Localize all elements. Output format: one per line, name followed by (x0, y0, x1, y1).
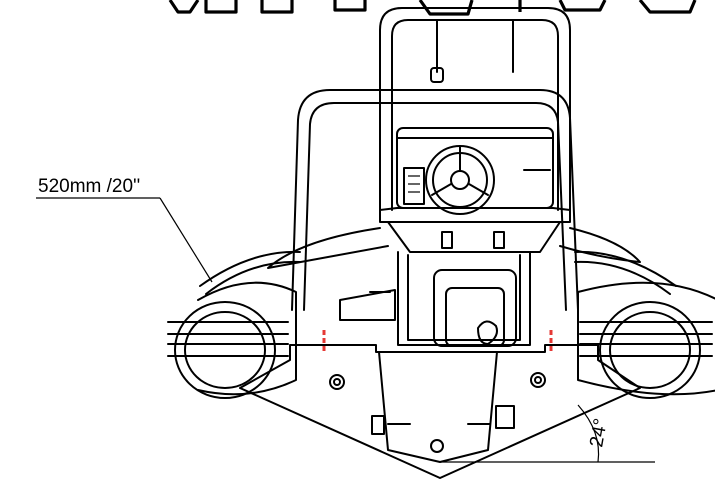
hand-rail (291, 89, 579, 311)
hull (239, 344, 641, 479)
tube-dimension-label: 520mm /20'' (38, 176, 140, 197)
outboard-engine (397, 251, 531, 347)
radar-arch (379, 7, 571, 211)
console (379, 127, 571, 223)
deadrise-angle-label: 24° (586, 417, 612, 449)
deadrise-angle-callout: 24° (440, 404, 655, 463)
left-tube (167, 250, 301, 399)
tube-dimension-callout: 520mm /20'' (36, 176, 213, 283)
steering-wheel-icon (425, 145, 495, 215)
cropped-title-fragment (168, 0, 697, 16)
red-markers (322, 330, 553, 354)
right-tube (574, 250, 715, 399)
